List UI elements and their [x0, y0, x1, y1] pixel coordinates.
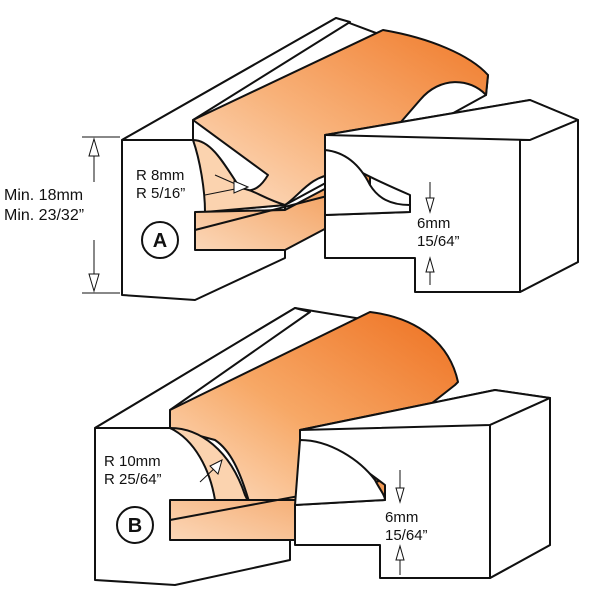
joint-a-profile-cove	[192, 139, 286, 213]
dim-arrow-up-icon	[395, 544, 405, 561]
joint-a-radius-imperial-label: R 5/16”	[136, 185, 185, 202]
dim-arrow-down-icon	[425, 197, 435, 214]
joint-a-right-profile	[324, 149, 411, 216]
joint-a-offset-imperial-label: 15/64”	[417, 233, 460, 250]
joint-a-offset-dimension	[425, 182, 435, 285]
joint-b-badge: B	[116, 506, 154, 544]
overall-height-dimension	[82, 136, 120, 294]
joint-a-offset-metric-label: 6mm	[417, 215, 450, 232]
joint-a-radius-leader	[204, 174, 250, 196]
joint-a-top-ledge	[121, 17, 351, 141]
joint-b-offset-metric-label: 6mm	[385, 509, 418, 526]
dim-arrow-up-icon	[88, 137, 100, 157]
joint-a-badge: A	[141, 221, 179, 259]
dim-arrow-up-icon	[425, 256, 435, 273]
joint-b-offset-dimension	[395, 470, 405, 575]
joint-a-right-side	[519, 119, 579, 293]
joint-b-radius-leader	[199, 459, 223, 483]
joint-a	[121, 17, 579, 301]
joint-b-badge-label: B	[128, 515, 142, 537]
joint-b-radius-imperial-label: R 25/64”	[104, 471, 162, 488]
joint-b-radius-metric-label: R 10mm	[104, 453, 161, 470]
joint-a-radius-metric-label: R 8mm	[136, 167, 184, 184]
joint-b-top-ledge	[94, 307, 311, 429]
joint-a-badge-label: A	[153, 230, 167, 252]
joint-b	[94, 307, 551, 586]
dim-arrow-down-icon	[395, 487, 405, 504]
joint-b-right-profile	[294, 439, 386, 506]
dim-arrow-down-icon	[88, 273, 100, 293]
joint-b-right-side	[489, 397, 551, 579]
min-height-imperial-label: Min. 23/32”	[4, 207, 84, 224]
min-height-metric-label: Min. 18mm	[4, 187, 83, 204]
joint-b-offset-imperial-label: 15/64”	[385, 527, 428, 544]
